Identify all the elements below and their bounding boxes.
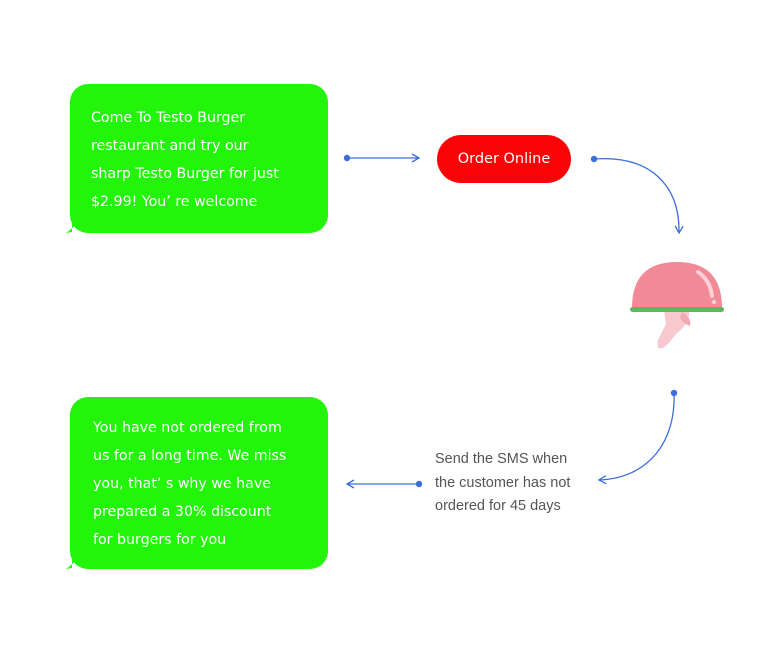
trigger-condition-note: Send the SMS when the customer has not o… (435, 448, 625, 519)
message-line: $2.99! You’ re welcome (91, 194, 258, 210)
sms-message-bubble-promo: Come To Testo Burger restaurant and try … (70, 84, 328, 233)
serving-cloche-icon (630, 262, 724, 349)
sms-message-bubble-discount: You have not ordered from us for a long … (70, 397, 328, 569)
message-line: Come To Testo Burger (91, 110, 246, 126)
message-line: us for a long time. We miss (93, 448, 287, 464)
note-line: ordered for 45 days (435, 498, 561, 514)
message-line: sharp Testo Burger for just (91, 166, 279, 182)
note-line: the customer has not (435, 474, 571, 491)
arrow-message-to-order (343, 153, 421, 163)
message-line: for burgers for you (93, 532, 227, 548)
message-line: You have not ordered from (93, 420, 282, 436)
arrow-cloche-to-note (597, 389, 678, 485)
message-line: you, that’ s why we have (93, 476, 271, 492)
message-line: restaurant and try our (91, 138, 249, 154)
note-line: Send the SMS when (435, 451, 568, 467)
message-line: prepared a 30% discount (93, 504, 272, 520)
arrow-note-to-message (345, 479, 423, 489)
arrow-order-to-cloche (590, 155, 684, 235)
order-online-button[interactable]: Order Online (437, 135, 571, 183)
